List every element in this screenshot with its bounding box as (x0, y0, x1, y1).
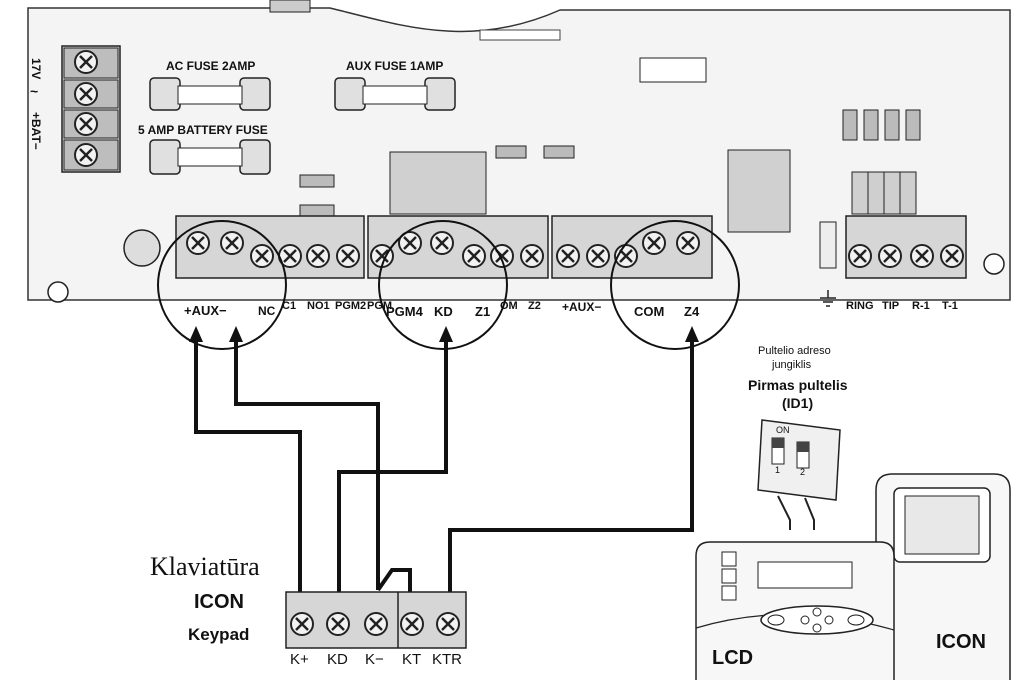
wire-jumper-kt (376, 568, 412, 600)
wire-z4 (448, 340, 694, 600)
keypad-name-en: Keypad (188, 625, 250, 644)
keypad-terminal-kplus: K+ (290, 651, 309, 668)
terminal-t1-label: T-1 (942, 300, 958, 312)
terminal-r1-label: R-1 (912, 300, 930, 312)
ac-fuse (149, 77, 271, 111)
wire-aux-minus (234, 340, 380, 590)
keypad-terminal-ktr: KTR (432, 651, 462, 668)
terminal-pgm-partial-label: PGM (367, 300, 393, 312)
keypad-name-lt: Klaviatūra (150, 552, 260, 581)
terminal-kd-label: KD (434, 304, 453, 319)
battery-fuse-label: 5 AMP BATTERY FUSE (138, 123, 268, 137)
keypad-model: ICON (194, 591, 244, 613)
aux-fuse (334, 77, 456, 111)
ac-fuse-label: AC FUSE 2AMP (166, 59, 256, 73)
battery-label: +BAT− (29, 112, 43, 150)
ac-symbol: ~ (30, 83, 39, 99)
terminal-z1-label: Z1 (475, 304, 491, 319)
terminal-nc-label: NC (258, 304, 276, 318)
magnifier-circles (157, 220, 740, 350)
aux-fuse-label: AUX FUSE 1AMP (346, 59, 444, 73)
battery-fuse (149, 139, 271, 175)
dip-id: (ID1) (782, 395, 814, 411)
terminal-c1-label: C1 (282, 300, 297, 312)
terminal-z4-label: Z4 (684, 304, 700, 319)
keypad-terminal-block (285, 591, 467, 649)
icon-device (875, 473, 1011, 680)
power-terminal-block (61, 45, 121, 173)
keypad-terminal-kt: KT (402, 651, 422, 668)
wire-aux-plus (194, 340, 302, 600)
dip-caption-line2: jungiklis (772, 359, 812, 371)
keypad-terminal-kd: KD (327, 651, 348, 668)
keypad-terminal-kminus: K− (365, 651, 384, 668)
wires (194, 340, 694, 600)
lcd-device-label: LCD (712, 647, 754, 669)
terminal-aux2-label: +AUX− (562, 300, 602, 314)
terminal-aux-label: +AUX− (184, 303, 227, 318)
terminal-com-label: COM (634, 304, 665, 319)
terminal-z2-label: Z2 (528, 300, 541, 312)
terminal-tip-label: TIP (882, 300, 900, 312)
dip-caption-line1: Pultelio adreso (758, 345, 831, 357)
lcd-device (695, 541, 895, 680)
terminal-com-partial-label: OM (500, 300, 518, 312)
supply-label: 17V (29, 58, 43, 80)
terminal-strip-main (175, 215, 967, 279)
terminal-ring-label: RING (846, 300, 874, 312)
dip-title: Pirmas pultelis (748, 377, 848, 393)
dip-switch1-label: 1 (775, 465, 781, 475)
board-components (47, 0, 1005, 303)
dip-on-label: ON (776, 425, 790, 435)
terminal-pgm4-label: PGM4 (386, 304, 423, 319)
dip-switch (757, 419, 841, 530)
terminal-pgm2-label: PGM2 (335, 300, 367, 312)
icon-device-label: ICON (936, 631, 986, 653)
ground-symbol (820, 290, 836, 307)
dip-switch2-label: 2 (800, 467, 806, 477)
wire-kd (337, 340, 448, 600)
wire-arrows (189, 326, 699, 342)
terminal-no1-label: NO1 (307, 300, 330, 312)
